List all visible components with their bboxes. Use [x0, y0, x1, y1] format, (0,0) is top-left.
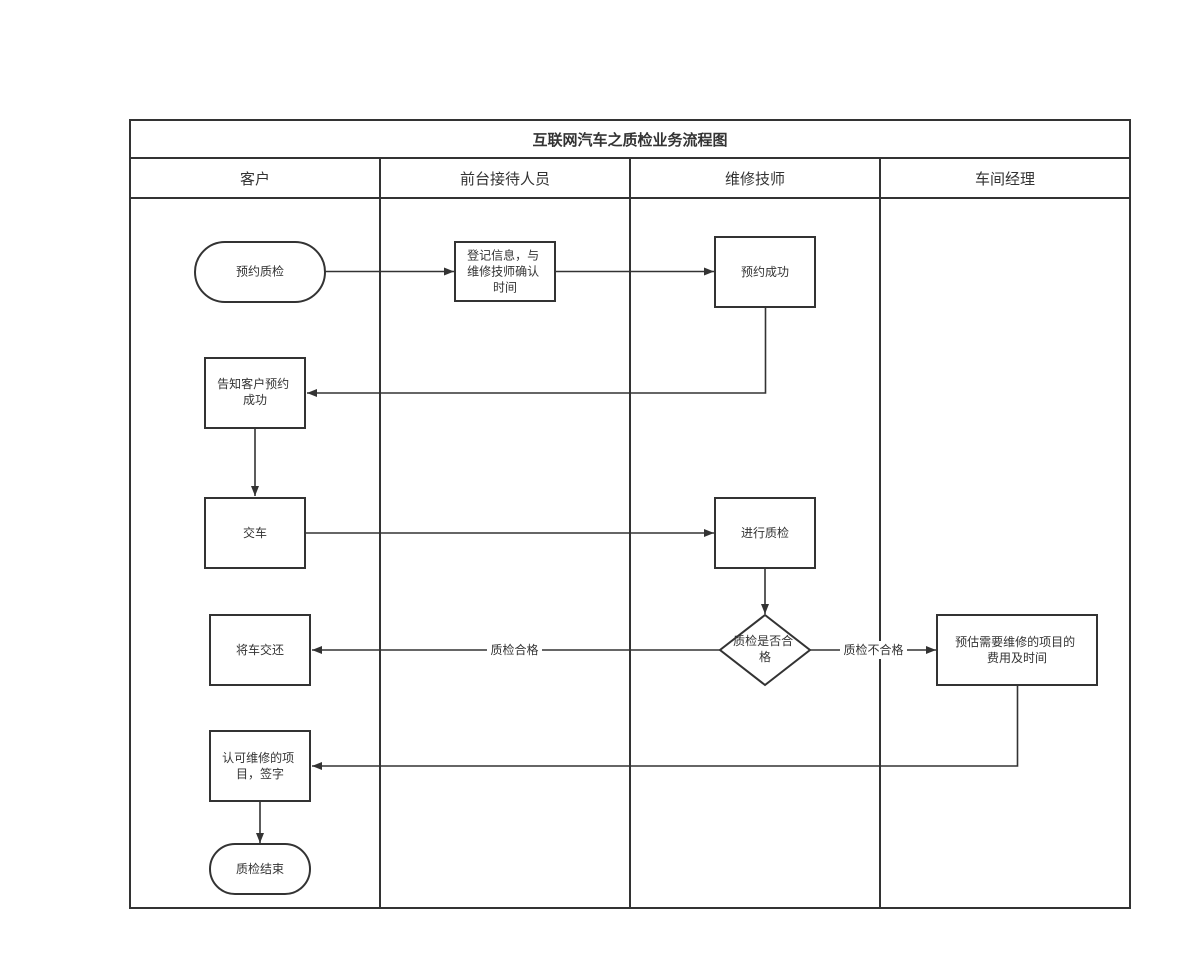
node-label: 预估需要维修的项目的 费用及时间: [955, 634, 1079, 665]
node-qc-decision[interactable]: 质检是否合 格: [718, 613, 812, 687]
process-shape: [714, 236, 816, 308]
lane-title-manager: 车间经理: [975, 170, 1035, 188]
process-shape: [454, 241, 556, 302]
node-qc-end[interactable]: 质检结束: [209, 843, 311, 895]
node-label: 预约成功: [741, 264, 789, 279]
lane-title-customer: 客户: [240, 170, 270, 188]
edge-booked-to-notify: [307, 307, 767, 397]
edge-label-pass: 质检合格: [490, 642, 538, 657]
node-label: 告知客户预约 成功: [217, 376, 293, 407]
process-shape: [204, 357, 306, 429]
lane-title-technician: 维修技师: [725, 170, 785, 188]
node-return-car[interactable]: 将车交还: [209, 614, 311, 686]
node-approve[interactable]: 认可维修的项 目，签字: [209, 730, 311, 802]
connectors: [251, 267, 1019, 843]
node-handover[interactable]: 交车: [204, 497, 306, 569]
node-label: 质检结束: [236, 861, 284, 876]
terminal-shape: [194, 241, 326, 303]
edge-label-fail: 质检不合格: [843, 642, 903, 657]
process-shape: [209, 614, 311, 686]
process-shape: [714, 497, 816, 569]
node-book-qc[interactable]: 预约质检: [194, 241, 326, 303]
process-shape: [936, 614, 1098, 686]
node-estimate[interactable]: 预估需要维修的项目的 费用及时间: [936, 614, 1098, 686]
process-shape: [204, 497, 306, 569]
node-label: 预约质检: [236, 264, 284, 279]
node-label: 交车: [243, 525, 267, 540]
edge-estimate-to-approve: [312, 685, 1019, 770]
node-label: 进行质检: [741, 525, 789, 540]
edge-label-bg: [840, 641, 907, 659]
node-notify[interactable]: 告知客户预约 成功: [204, 357, 306, 429]
process-shape: [209, 730, 311, 802]
node-booked[interactable]: 预约成功: [714, 236, 816, 308]
node-label: 将车交还: [236, 642, 284, 657]
node-label: 登记信息，与 维修技师确认 时间: [467, 248, 543, 295]
terminal-shape: [209, 843, 311, 895]
node-register[interactable]: 登记信息，与 维修技师确认 时间: [454, 241, 556, 302]
node-do-qc[interactable]: 进行质检: [714, 497, 816, 569]
edge-label-bg: [487, 641, 542, 659]
decision-shape: [718, 613, 812, 687]
diagram-title: 互联网汽车之质检业务流程图: [532, 131, 727, 149]
node-label: 质检是否合 格: [733, 633, 797, 664]
lane-title-front-desk: 前台接待人员: [460, 170, 550, 188]
node-label: 认可维修的项 目，签字: [222, 750, 298, 781]
